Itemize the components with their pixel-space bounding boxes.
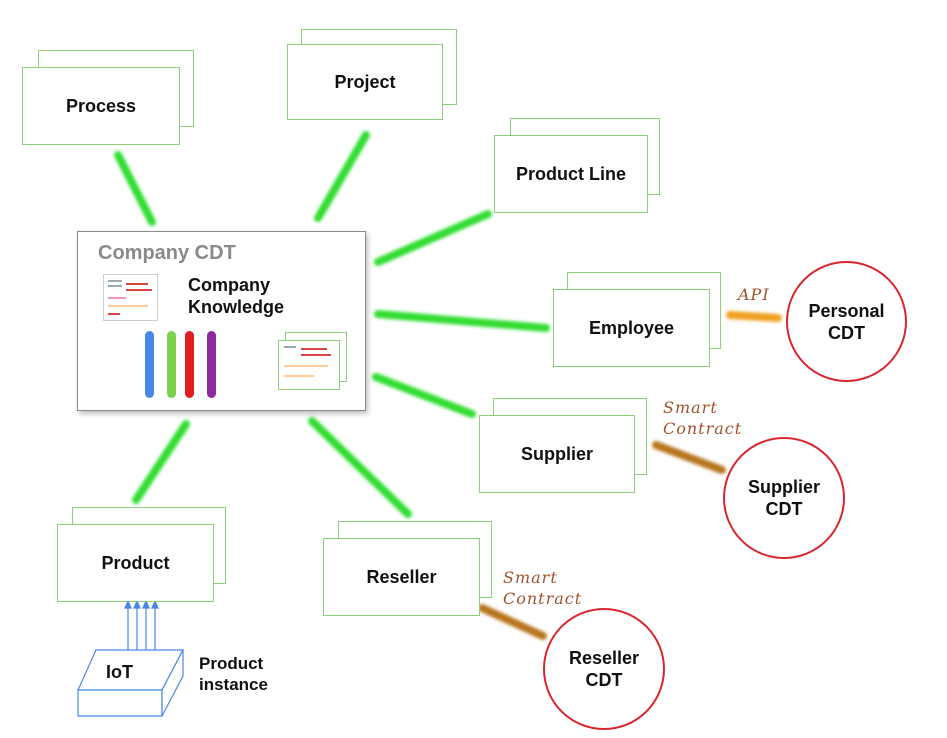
company-cdt-box: Company CDT Company Knowledge — [77, 231, 366, 411]
company-cdt-title: Company CDT — [98, 242, 236, 264]
company-knowledge-label: Company Knowledge — [188, 275, 285, 317]
supplier-cdt-label: Supplier CDT — [747, 477, 820, 519]
iot-arrowhead-3 — [142, 599, 150, 609]
iot-device-box-side — [161, 649, 184, 717]
pillar-purple — [207, 331, 216, 398]
supplier-label: Supplier — [520, 443, 593, 464]
connector-api — [726, 311, 782, 322]
product-box-front: Product — [57, 524, 214, 602]
reseller-cdt-circle: Reseller CDT — [543, 608, 665, 730]
pillar-blue — [145, 331, 154, 398]
personal-cdt-circle: Personal CDT — [786, 261, 907, 382]
iot-arrowhead-1 — [124, 599, 132, 609]
supplier-smart-contract-annotation: Smart Contract — [663, 398, 743, 438]
api-annotation: API — [738, 285, 770, 304]
reseller-label: Reseller — [366, 566, 437, 587]
document-thumbnail-stack-front — [278, 340, 340, 390]
employee-box-front: Employee — [553, 289, 710, 367]
reseller-cdt-label: Reseller CDT — [568, 648, 640, 690]
product-line-label: Product Line — [515, 163, 626, 184]
employee-label: Employee — [588, 317, 675, 338]
product-instance-label: Product instance — [199, 654, 268, 694]
connector-supplier — [372, 373, 476, 418]
connector-reseller — [308, 417, 412, 518]
connector-product — [132, 420, 190, 504]
product-line-box-front: Product Line — [494, 135, 648, 213]
project-box-front: Project — [287, 44, 443, 120]
iot-arrowhead-4 — [151, 599, 159, 609]
connector-reseller-contract — [478, 604, 547, 640]
iot-arrowhead-2 — [133, 599, 141, 609]
reseller-box-front: Reseller — [323, 538, 480, 616]
pillar-red — [185, 331, 194, 398]
supplier-box-front: Supplier — [479, 415, 635, 493]
reseller-smart-contract-annotation: Smart Contract — [503, 568, 583, 608]
project-label: Project — [334, 71, 396, 92]
connector-process — [114, 151, 156, 226]
connector-supplier-contract — [652, 441, 726, 474]
process-label: Process — [65, 95, 137, 116]
process-box-front: Process — [22, 67, 180, 145]
product-label: Product — [101, 552, 170, 573]
supplier-cdt-circle: Supplier CDT — [723, 437, 845, 559]
pillar-green — [167, 331, 176, 398]
personal-cdt-label: Personal CDT — [808, 300, 885, 343]
connector-employee — [374, 310, 550, 332]
document-thumbnail-left — [103, 274, 158, 321]
iot-device-box-front — [77, 689, 163, 717]
connector-project — [314, 131, 370, 222]
iot-label: IoT — [106, 662, 133, 682]
connector-product-line — [374, 210, 492, 266]
